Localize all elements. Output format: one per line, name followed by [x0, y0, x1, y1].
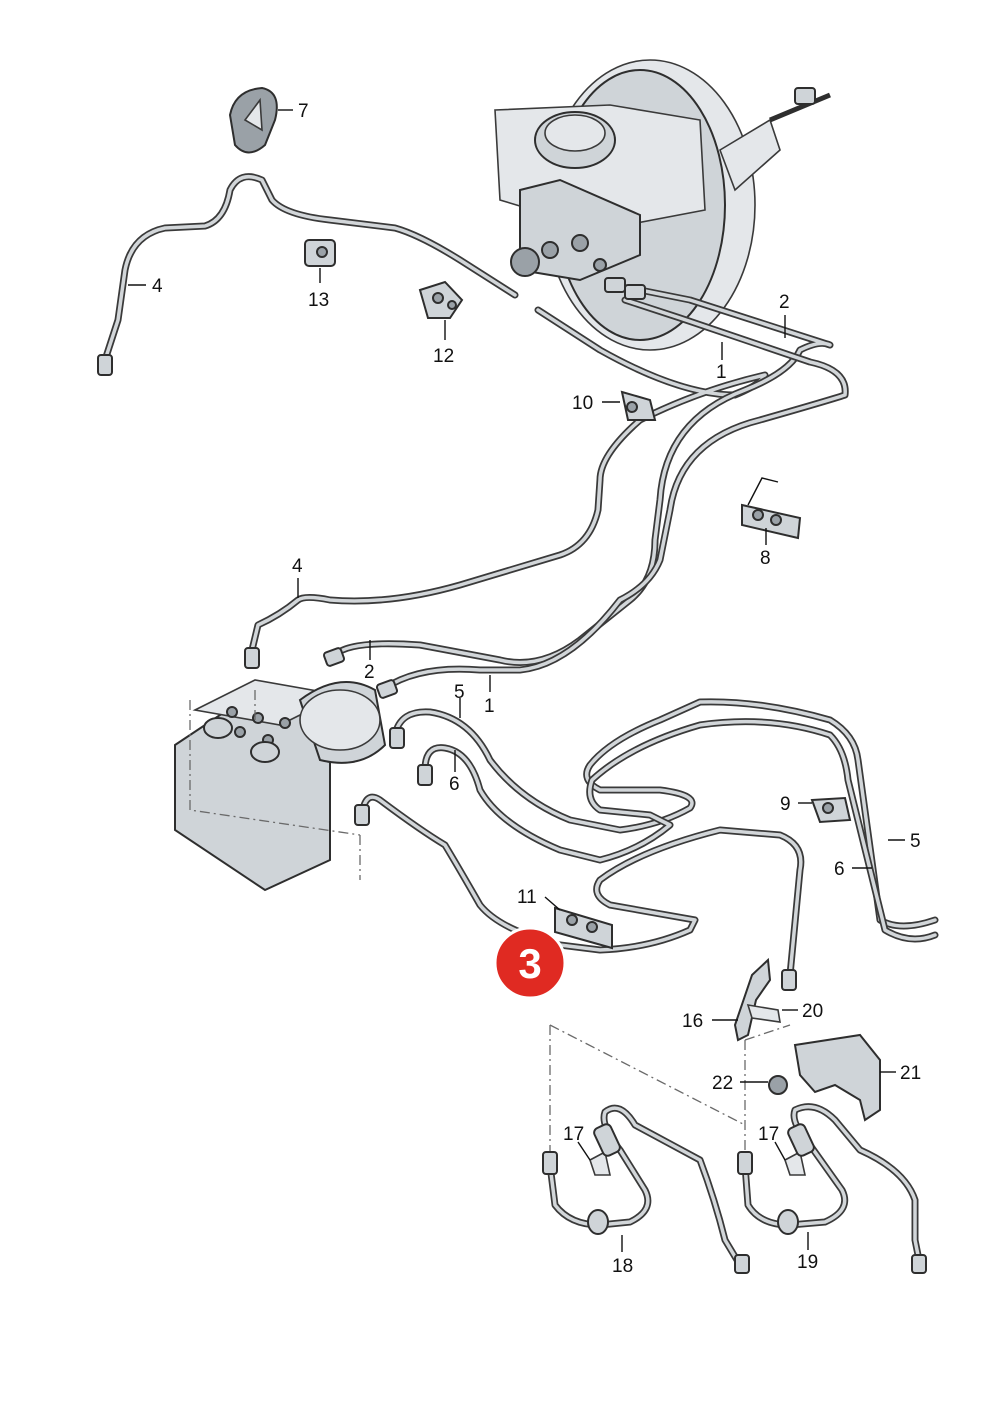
- callout-7: 7: [298, 101, 309, 122]
- pipe-p5-core: [393, 700, 937, 928]
- leader-lines: [128, 109, 905, 1252]
- callout-5-right: 5: [910, 831, 921, 852]
- callout-17-left: 17: [563, 1124, 584, 1145]
- pipe-p4u-outline: [101, 173, 519, 364]
- callout-1-lower: 1: [484, 696, 495, 717]
- callout-1-upper: 1: [716, 362, 727, 383]
- callout-22: 22: [712, 1073, 733, 1094]
- callout-6-right: 6: [834, 859, 845, 880]
- callout-2-upper: 2: [779, 292, 790, 313]
- callout-21: 21: [900, 1063, 921, 1084]
- callout-20: 20: [802, 1001, 823, 1022]
- callout-8: 8: [760, 548, 771, 569]
- pipe-fittings: [97, 277, 797, 991]
- callout-5-left: 5: [454, 682, 465, 703]
- callout-4-upper: 4: [152, 276, 163, 297]
- callout-2-lower: 2: [364, 662, 375, 683]
- pipe-p4l-core: [250, 308, 767, 652]
- callout-18: 18: [612, 1256, 633, 1277]
- callout-12: 12: [433, 346, 454, 367]
- callout-6-left: 6: [449, 774, 460, 795]
- brake-pipe-render: [101, 173, 939, 1269]
- callout-9: 9: [780, 794, 791, 815]
- brake-booster-assembly: [494, 59, 831, 351]
- callout-16: 16: [682, 1011, 703, 1032]
- callout-13: 13: [308, 290, 329, 311]
- pipe-p4u-core: [103, 174, 517, 362]
- callout-19: 19: [797, 1252, 818, 1273]
- pipe-p2-core: [333, 288, 832, 665]
- pipe-p3-core: [360, 795, 803, 977]
- callout-labels: 7 4 13 12 10 2 1 8 4 2 1 5 6 9 5 6 11 16…: [152, 101, 921, 1277]
- part-3-number: 3: [518, 940, 541, 987]
- part-3-highlight-badge: 3: [493, 926, 567, 1000]
- callout-11: 11: [517, 887, 537, 908]
- reference-lines: [189, 690, 791, 1160]
- pipe-p1-core: [383, 298, 847, 690]
- callout-17-right: 17: [758, 1124, 779, 1145]
- abs-unit: [174, 679, 387, 892]
- small-parts: [228, 86, 927, 1274]
- callout-10: 10: [572, 393, 593, 414]
- pipe-p6-core: [423, 719, 937, 941]
- callout-4-lower: 4: [292, 556, 303, 577]
